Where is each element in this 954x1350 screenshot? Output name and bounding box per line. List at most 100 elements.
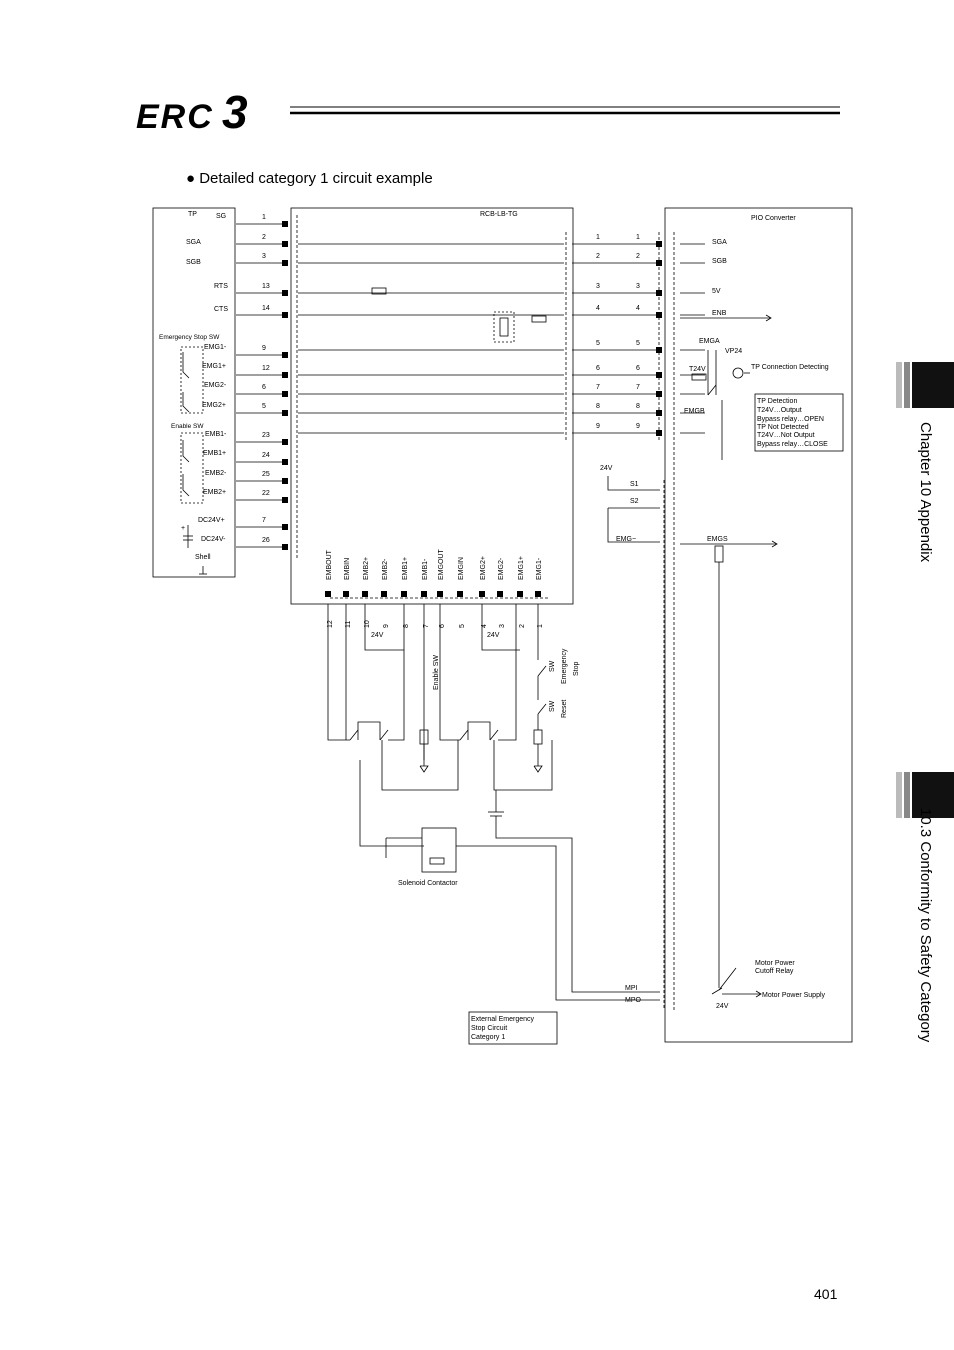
rcb-bottom-pin: 6	[439, 624, 446, 628]
tp-connector	[282, 312, 288, 318]
pio-sgb: SGB	[712, 258, 727, 265]
pio-emgb: EMGB	[684, 408, 705, 415]
ext-box-line3: Category 1	[471, 1034, 505, 1041]
tp-signal-emg1p: EMG1+	[202, 363, 226, 370]
rcb-bottom-connector	[479, 591, 485, 597]
rcb-bottom-pin: 1	[537, 624, 544, 628]
tp-pin-number: 5	[262, 403, 266, 410]
rcb-bottom-pin: 9	[383, 624, 390, 628]
rcb-bottom-label: EMB1+	[402, 557, 409, 580]
rcb-bottom-label: EMB2-	[382, 558, 389, 580]
detection-note-box	[754, 393, 844, 452]
ext-24v-a: 24V	[371, 632, 384, 639]
tp-connector	[282, 478, 288, 484]
detection-note-line: T24V…Output	[757, 407, 802, 414]
rcb-bottom-connector	[381, 591, 387, 597]
rcb-bottom-connector	[497, 591, 503, 597]
rcb-bottom-connector	[362, 591, 368, 597]
external-box	[468, 1011, 558, 1045]
rcb-bottom-connector	[325, 591, 331, 597]
tp-pin-number: 26	[262, 537, 270, 544]
pio-left-pin: 7	[636, 384, 640, 391]
pio-left-pin: 1	[636, 234, 640, 241]
tp-connector	[282, 544, 288, 550]
pio-tp-connection: TP Connection Detecting	[751, 364, 829, 371]
tp-signal-shell: Shell	[195, 554, 211, 561]
tp-pin-number: 7	[262, 517, 266, 524]
tp-connector	[282, 352, 288, 358]
rcb-bottom-label: EMBIN	[344, 558, 351, 580]
pio-connector	[656, 347, 662, 353]
pio-mpi: MPI	[625, 985, 638, 992]
rcb-right-pin: 8	[596, 403, 600, 410]
pio-left-pin: 9	[636, 423, 640, 430]
pio-24v-out: 24V	[716, 1003, 729, 1010]
rcb-bottom-connector	[401, 591, 407, 597]
estop-sw-line2: Stop	[573, 661, 580, 676]
tp-connector	[282, 372, 288, 378]
rcb-bottom-connector	[535, 591, 541, 597]
motor-relay-line1: Motor Power	[755, 960, 795, 967]
tp-signal-emg2m: EMG2-	[204, 382, 227, 389]
tp-pin-number: 25	[262, 471, 270, 478]
reset-sw-line2: SW	[549, 700, 556, 712]
tp-signal-emb1p: EMB1+	[203, 450, 226, 457]
section-tab-marker	[896, 772, 954, 818]
tp-signal-emb2m: EMB2-	[205, 470, 227, 477]
rcb-bottom-label: EMGIN	[458, 557, 465, 580]
rcb-bottom-label: EMG1-	[536, 557, 543, 580]
rcb-bottom-pin: 2	[519, 624, 526, 628]
pio-enb: ENB	[712, 310, 727, 317]
tp-signal-rts: RTS	[214, 283, 228, 290]
svg-text:3: 3	[222, 92, 248, 134]
pio-s2: S2	[630, 498, 639, 505]
tp-connector	[282, 260, 288, 266]
rcb-bottom-pin: 10	[364, 620, 371, 628]
pio-s1: S1	[630, 481, 639, 488]
pio-sga: SGA	[712, 239, 727, 246]
tp-connector	[282, 410, 288, 416]
pio-connector	[656, 410, 662, 416]
erc3-logo: ERC 3	[136, 92, 248, 134]
enable-sw-label: Enable SW	[433, 655, 440, 690]
rcb-right-pin: 6	[596, 365, 600, 372]
rcb-bottom-pin: 4	[481, 624, 488, 628]
pio-connector	[656, 241, 662, 247]
rcb-bottom-label: EMBOUT	[326, 549, 333, 580]
tp-pin-number: 24	[262, 452, 270, 459]
chapter-tab-marker	[896, 362, 954, 408]
reset-sw-line1: Reset	[561, 700, 568, 718]
rcb-bottom-pin: 3	[499, 624, 506, 628]
pio-left-pin: 2	[636, 253, 640, 260]
rcb-bottom-pin: 5	[459, 624, 466, 628]
tp-signal-sg: SG	[216, 213, 226, 220]
rcb-box	[290, 207, 574, 605]
rcb-right-pin: 4	[596, 305, 600, 312]
ext-box-line1: External Emergency	[471, 1016, 535, 1023]
tp-plus: +	[181, 525, 185, 532]
pio-left-pin: 8	[636, 403, 640, 410]
estop-sw-line1: Emergency	[561, 648, 568, 684]
rcb-bottom-connector	[343, 591, 349, 597]
rcb-bottom-label: EMB2+	[363, 557, 370, 580]
tp-signal-dc24p: DC24V+	[198, 517, 225, 524]
tp-pin-number: 2	[262, 234, 266, 241]
tp-signal-emg2p: EMG2+	[202, 402, 226, 409]
tp-signal-emb2p: EMB2+	[203, 489, 226, 496]
pio-connector	[656, 290, 662, 296]
tp-connector	[282, 221, 288, 227]
pio-connector	[656, 430, 662, 436]
section-title: ● Detailed category 1 circuit example	[186, 170, 433, 187]
detection-note-line: Bypass relay…OPEN	[757, 416, 824, 423]
tp-pin-number: 13	[262, 283, 270, 290]
tp-connector	[282, 241, 288, 247]
detection-note-line: T24V…Not Output	[757, 432, 815, 439]
tp-pin-number: 14	[262, 305, 270, 312]
svg-text:ERC: ERC	[136, 98, 214, 134]
pio-mpo: MPO	[625, 997, 642, 1004]
pio-left-pin: 4	[636, 305, 640, 312]
tp-connector	[282, 497, 288, 503]
tp-signal-emg1m: EMG1-	[204, 344, 227, 351]
rcb-bottom-connector	[421, 591, 427, 597]
